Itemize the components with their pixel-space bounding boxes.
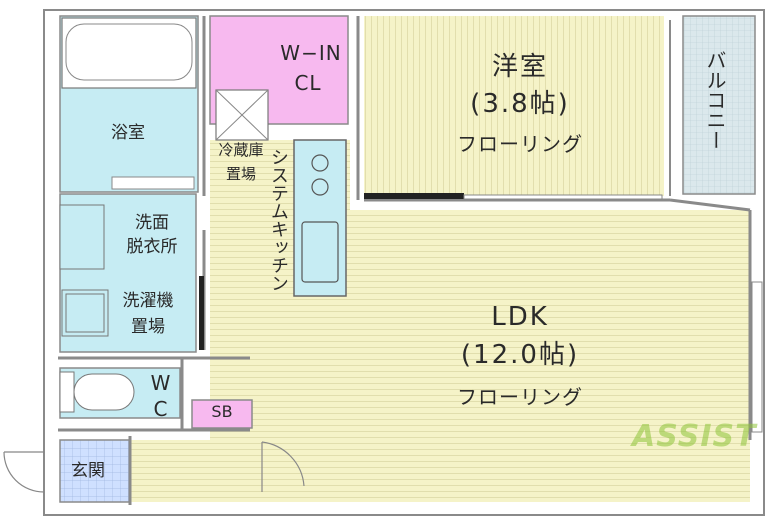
balcony-name: バルコニー (703, 50, 727, 150)
fridge-line2: 置場 (225, 165, 256, 183)
ldk-size: (12.0帖) (460, 340, 580, 370)
stove-burner-1 (311, 154, 329, 172)
western-room-floor (364, 16, 664, 196)
kitchen-sink (301, 221, 339, 283)
washbasin (59, 204, 105, 270)
ldk-floor: フローリング (457, 385, 583, 409)
balcony-area (682, 15, 756, 195)
washer-pan (61, 289, 109, 337)
closet-line1: W−IN (280, 41, 342, 65)
western-room-floor: フローリング (457, 132, 583, 156)
assist-watermark: ASSIST (632, 419, 757, 454)
western-room-size: (3.8帖) (470, 89, 570, 119)
ldk-name: LDK (491, 302, 549, 332)
kitchen-name: システムキッチン (267, 148, 289, 292)
sliding-door-panel (463, 194, 663, 200)
entrance-name: 玄関 (71, 461, 105, 481)
closet-line2: CL (294, 71, 322, 95)
washroom-wall-dark (199, 276, 204, 350)
washroom-line1: 洗面 (135, 213, 169, 233)
washroom-line2: 脱衣所 (126, 237, 178, 257)
toilet-tank (59, 371, 75, 413)
shoe-box (191, 399, 253, 429)
washer-pan-inner (65, 293, 105, 333)
washer-line2: 置場 (131, 317, 165, 337)
sliding-door-track (364, 193, 464, 199)
western-room-name: 洋室 (491, 52, 548, 82)
stove-burner-2 (311, 178, 329, 196)
bathroom-door (111, 176, 195, 190)
fridge-line1: 冷蔵庫 (218, 141, 264, 159)
entrance-door-arc (3, 451, 45, 493)
washer-line1: 洗濯機 (122, 291, 174, 311)
hall-floor (130, 440, 260, 502)
entrance-area (59, 439, 131, 503)
hall-door-arc (261, 441, 305, 492)
toilet-line2: C (153, 397, 169, 421)
shoe-box-label: SB (211, 402, 233, 421)
bathtub-inner (65, 23, 193, 81)
fridge-cross-2 (215, 89, 269, 141)
bathroom-name: 浴室 (111, 123, 145, 143)
toilet-bowl (73, 373, 135, 411)
window-right (751, 281, 763, 433)
toilet-line1: W (150, 371, 172, 395)
